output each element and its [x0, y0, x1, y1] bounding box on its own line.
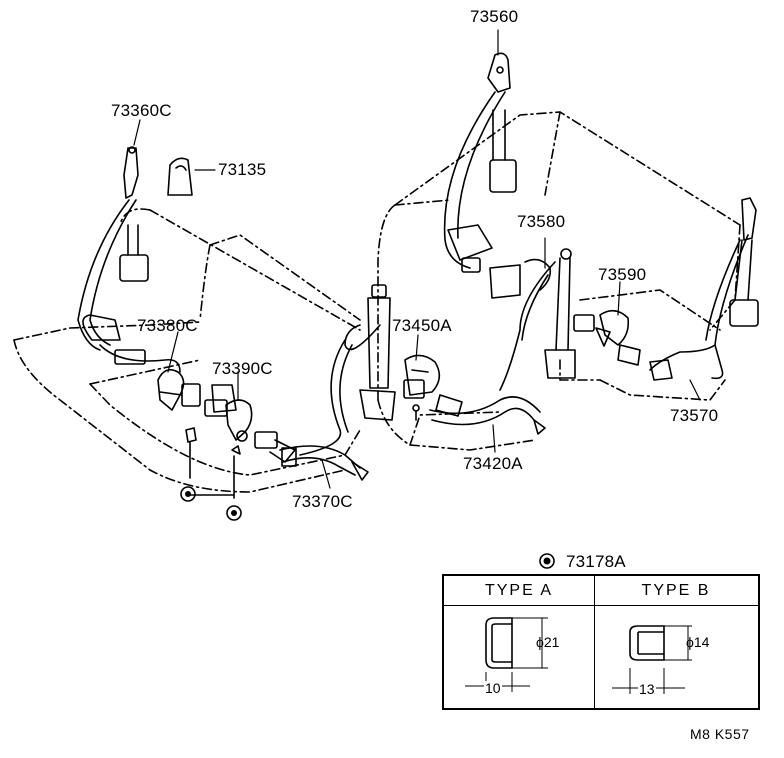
label-73390c: 73390C [212, 359, 273, 378]
center-buckle-assembly [204, 384, 296, 463]
left-seat-outline [13, 208, 361, 493]
label-73370c: 73370C [292, 492, 353, 511]
clip-parts [180, 427, 242, 521]
type-a-header: TYPE A [444, 576, 594, 606]
rear-upper-belt [443, 52, 517, 273]
rear-center-retractor [489, 248, 576, 391]
label-73560: 73560 [470, 7, 519, 26]
label-73420a: 73420A [463, 454, 523, 473]
drawing-code: M8 K557 [690, 726, 750, 742]
left-outer-belt [77, 146, 181, 373]
rear-buckle-73590 [573, 309, 641, 366]
type-b-diameter: ϕ14 [686, 634, 710, 650]
lap-belt-73420a [429, 396, 546, 435]
label-73360c: 73360C [111, 101, 172, 120]
right-seat-outline [377, 111, 741, 451]
left-buckle-assembly [157, 369, 201, 411]
label-73178a: 73178A [566, 552, 626, 571]
type-a-diameter: ϕ21 [536, 634, 560, 650]
label-73590: 73590 [598, 265, 647, 284]
type-table: TYPE A TYPE B [442, 574, 760, 710]
label-73450a: 73450A [392, 316, 452, 335]
buckle-73450a [403, 354, 463, 421]
label-73380c: 73380C [137, 316, 198, 335]
label-73135: 73135 [218, 160, 267, 179]
type-a-width: 10 [484, 680, 502, 696]
type-b-width: 13 [638, 681, 656, 697]
clip-icons [185, 491, 551, 565]
lap-belt [279, 445, 369, 481]
label-73580: 73580 [517, 212, 566, 231]
right-outer-belt [649, 197, 759, 381]
type-drawings [465, 617, 692, 694]
leader-lines [133, 29, 701, 489]
center-pillar-belt [299, 284, 396, 456]
label-73570: 73570 [670, 406, 719, 425]
type-b-header: TYPE B [594, 576, 758, 606]
table-divider [594, 576, 595, 708]
cover-part [167, 157, 193, 196]
clip-legend-icon [539, 553, 555, 569]
